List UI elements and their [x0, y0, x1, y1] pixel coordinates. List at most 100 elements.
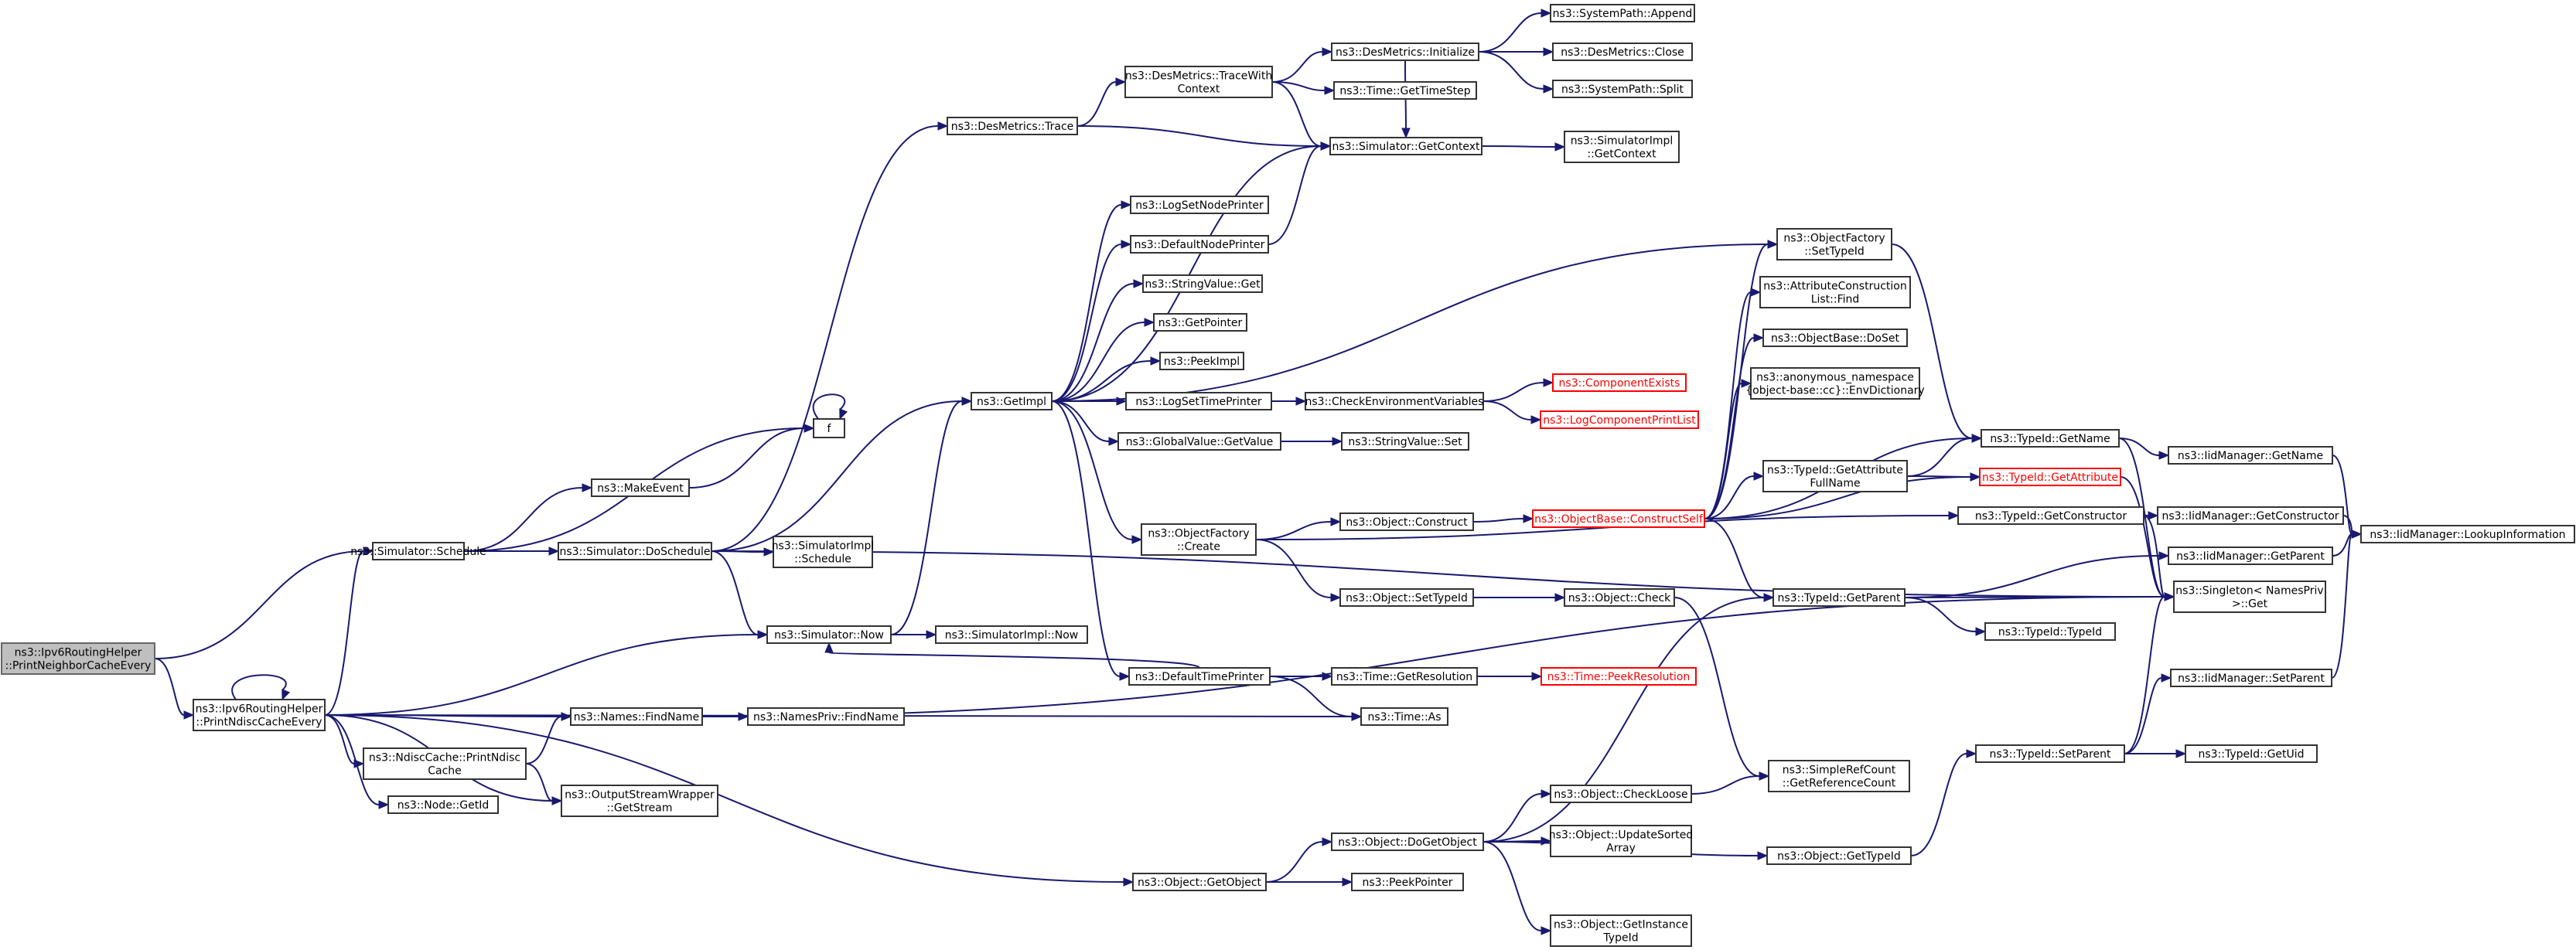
node-ns3-defaulttimeprinter[interactable]: ns3::DefaultTimePrinter [1128, 667, 1271, 686]
edge-arrowhead [378, 800, 390, 809]
node-ns3-namespriv-findname[interactable]: ns3::NamesPriv::FindName [747, 707, 905, 726]
node-label: ns3::LogSetTimePrinter [1135, 396, 1262, 408]
node-label: ns3::ObjectBase::DoSet [1771, 332, 1899, 345]
node-box [1141, 523, 1257, 556]
node-label: ns3::Object::DoGetObject [1338, 836, 1477, 849]
edge-desInit-to-spAppend [1478, 9, 1552, 53]
node-ns3-time-peekresolution[interactable]: ns3::Time::PeekResolution [1540, 667, 1697, 686]
node-ns3-singleton-namespriv-get[interactable]: ns3::Singleton< NamesPriv>::Get [2173, 581, 2326, 613]
node-ns3-peekimpl[interactable]: ns3::PeekImpl [1159, 352, 1244, 370]
edge-defTimePrinter-to-timeAs [1269, 676, 1363, 721]
node-label: ns3::DesMetrics::Close [1561, 46, 1684, 59]
node-ns3-simulator-doschedule[interactable]: ns3::Simulator::DoSchedule [558, 542, 712, 560]
node-ns3-desmetrics-trace[interactable]: ns3::DesMetrics::Trace [947, 117, 1078, 135]
node-ns3-simulatorimpl-now[interactable]: ns3::SimulatorImpl::Now [935, 625, 1088, 644]
node-ns3-ipv6routinghelper-printneighborcacheevery[interactable]: ns3::Ipv6RoutingHelper::PrintNeighborCac… [1, 642, 155, 675]
node-ns3-objectbase-constructself[interactable]: ns3::ObjectBase::ConstructSelf [1532, 509, 1705, 528]
node-ns3-objectbase-doset[interactable]: ns3::ObjectBase::DoSet [1762, 329, 1908, 347]
node-label: ns3::SimpleRefCount [1783, 764, 1896, 777]
node-box [387, 795, 499, 814]
node-ns3-getpointer[interactable]: ns3::GetPointer [1153, 313, 1247, 332]
node-ns3-simulatorimpl-getcontext[interactable]: ns3::SimulatorImpl::GetContext [1564, 131, 1680, 163]
node-ns3-desmetrics-close[interactable]: ns3::DesMetrics::Close [1552, 43, 1693, 61]
node-ns3-anonymous-namespace-object-base-cc-envdictionary[interactable]: ns3::anonymous_namespace{object-base::cc… [1745, 367, 1925, 400]
node-ns3-logcomponentprintlist[interactable]: ns3::LogComponentPrintList [1540, 410, 1699, 429]
node-ns3-object-settypeid[interactable]: ns3::Object::SetTypeId [1339, 588, 1474, 607]
node-ns3-iidmanager-getconstructor[interactable]: ns3::IidManager::GetConstructor [2157, 506, 2344, 525]
node-label: ns3::PeekPointer [1363, 877, 1453, 889]
node-ns3-object-check[interactable]: ns3::Object::Check [1564, 588, 1675, 607]
node-ns3-getimpl[interactable]: ns3::GetImpl [971, 392, 1053, 410]
node-ns3-outputstreamwrapper-getstream[interactable]: ns3::OutputStreamWrapper::GetStream [561, 785, 718, 817]
node-ns3-stringvalue-get[interactable]: ns3::StringValue::Get [1142, 274, 1263, 293]
node-ns3-logsetnodeprinter[interactable]: ns3::LogSetNodePrinter [1130, 196, 1269, 214]
node-ns3-typeid-getuid[interactable]: ns3::TypeId::GetUid [2185, 744, 2318, 763]
node-ns3-typeid-getparent[interactable]: ns3::TypeId::GetParent [1772, 588, 1906, 607]
node-label: ns3::SystemPath::Append [1553, 8, 1693, 20]
node-ns3-object-gettypeid[interactable]: ns3::Object::GetTypeId [1766, 846, 1912, 865]
node-ns3-object-construct[interactable]: ns3::Object::Construct [1339, 512, 1474, 531]
node-ns3-iidmanager-getparent[interactable]: ns3::IidManager::GetParent [2168, 547, 2333, 565]
edge-getImpl-to-defNodePrinter [1051, 240, 1132, 402]
node-ns3-logsettimeprinter[interactable]: ns3::LogSetTimePrinter [1125, 392, 1272, 410]
edge-line [2124, 596, 2165, 754]
node-label: ns3::GetPointer [1158, 317, 1243, 329]
node-ns3-systempath-append[interactable]: ns3::SystemPath::Append [1550, 4, 1695, 22]
node-ns3-simplerefcount-getreferencecount[interactable]: ns3::SimpleRefCount::GetReferenceCount [1768, 760, 1910, 792]
node-ns3-componentexists[interactable]: ns3::ComponentExists [1552, 373, 1687, 392]
node-ns3-ndisccache-printndisc-cache[interactable]: ns3::NdiscCache::PrintNdiscCache [363, 747, 527, 780]
node-ns3-iidmanager-lookupinformation[interactable]: ns3::IidManager::LookupInformation [2360, 525, 2575, 543]
node-ns3-time-gettimestep[interactable]: ns3::Time::GetTimeStep [1333, 81, 1477, 100]
node-ns3-objectfactory-settypeid[interactable]: ns3::ObjectFactory::SetTypeId [1776, 228, 1892, 260]
node-ns3-time-getresolution[interactable]: ns3::Time::GetResolution [1331, 667, 1478, 686]
edge-tidSetParent-to-singletonGet [2124, 592, 2175, 754]
node-ns3-object-checkloose[interactable]: ns3::Object::CheckLoose [1550, 785, 1692, 803]
node-ns3-peekpointer[interactable]: ns3::PeekPointer [1351, 873, 1464, 891]
node-ns3-typeid-getattribute[interactable]: ns3::TypeId::GetAttribute [1979, 468, 2121, 486]
node-ns3-node-getid[interactable]: ns3::Node::GetId [387, 795, 499, 814]
node-ns3-globalvalue-getvalue[interactable]: ns3::GlobalValue::GetValue [1117, 432, 1281, 451]
edge-line [1704, 337, 1755, 519]
node-ns3-typeid-getname[interactable]: ns3::TypeId::GetName [1981, 429, 2120, 448]
node-ns3-typeid-setparent[interactable]: ns3::TypeId::SetParent [1975, 744, 2125, 763]
node-ns3-stringvalue-set[interactable]: ns3::StringValue::Set [1341, 432, 1469, 451]
node-ns3-simulatorimpl-schedule[interactable]: ns3::SimulatorImpl::Schedule [772, 536, 875, 568]
edge-line [1255, 539, 1332, 598]
node-ns3-iidmanager-setparent[interactable]: ns3::IidManager::SetParent [2170, 669, 2332, 687]
node-ns3-object-getobject[interactable]: ns3::Object::GetObject [1132, 873, 1267, 891]
node-ns3-desmetrics-initialize[interactable]: ns3::DesMetrics::Initialize [1331, 43, 1479, 61]
node-ns3-objectfactory-create[interactable]: ns3::ObjectFactory::Create [1141, 523, 1257, 556]
node-ns3-simulator-getcontext[interactable]: ns3::Simulator::GetContext [1329, 137, 1482, 155]
edge-line [2331, 533, 2353, 679]
node-ns3-makeevent[interactable]: ns3::MakeEvent [591, 478, 690, 497]
node-ns3-time-as[interactable]: ns3::Time::As [1360, 707, 1448, 726]
node-ns3-object-dogetobject[interactable]: ns3::Object::DoGetObject [1331, 833, 1484, 851]
node-ns3-ipv6routinghelper-printndisccacheevery[interactable]: ns3::Ipv6RoutingHelper::PrintNdiscCacheE… [193, 699, 326, 731]
node-ns3-checkenvironmentvariables[interactable]: ns3::CheckEnvironmentVariables [1305, 392, 1484, 410]
edge-arrowhead [1540, 9, 1552, 18]
node-label: ::Create [1177, 541, 1220, 553]
node-ns3-systempath-split[interactable]: ns3::SystemPath::Split [1552, 80, 1693, 98]
node-ns3-iidmanager-getname[interactable]: ns3::IidManager::GetName [2168, 446, 2333, 465]
edge-line [1910, 753, 1967, 856]
node-box [1550, 785, 1692, 803]
edge-line [1271, 51, 1323, 83]
node-f[interactable]: f [813, 418, 845, 438]
node-ns3-names-findname[interactable]: ns3::Names::FindName [570, 707, 703, 726]
edge-objGetTid-to-tidSetParent [1910, 749, 1977, 856]
node-ns3-simulator-now[interactable]: ns3::Simulator::Now [766, 625, 892, 644]
node-ns3-typeid-getconstructor[interactable]: ns3::TypeId::GetConstructor [1957, 506, 2144, 525]
node-ns3-simulator-schedule[interactable]: ns3::Simulator::Schedule [350, 542, 486, 560]
node-box [1339, 512, 1474, 531]
edge-ndiscPrint-to-oswGetStream [525, 763, 563, 805]
edge-arrowhead [1750, 288, 1762, 297]
node-ns3-defaultnodeprinter[interactable]: ns3::DefaultNodePrinter [1130, 235, 1269, 254]
node-ns3-typeid-typeid[interactable]: ns3::TypeId::TypeId [1984, 622, 2116, 641]
edge-arrowhead [1342, 877, 1353, 887]
